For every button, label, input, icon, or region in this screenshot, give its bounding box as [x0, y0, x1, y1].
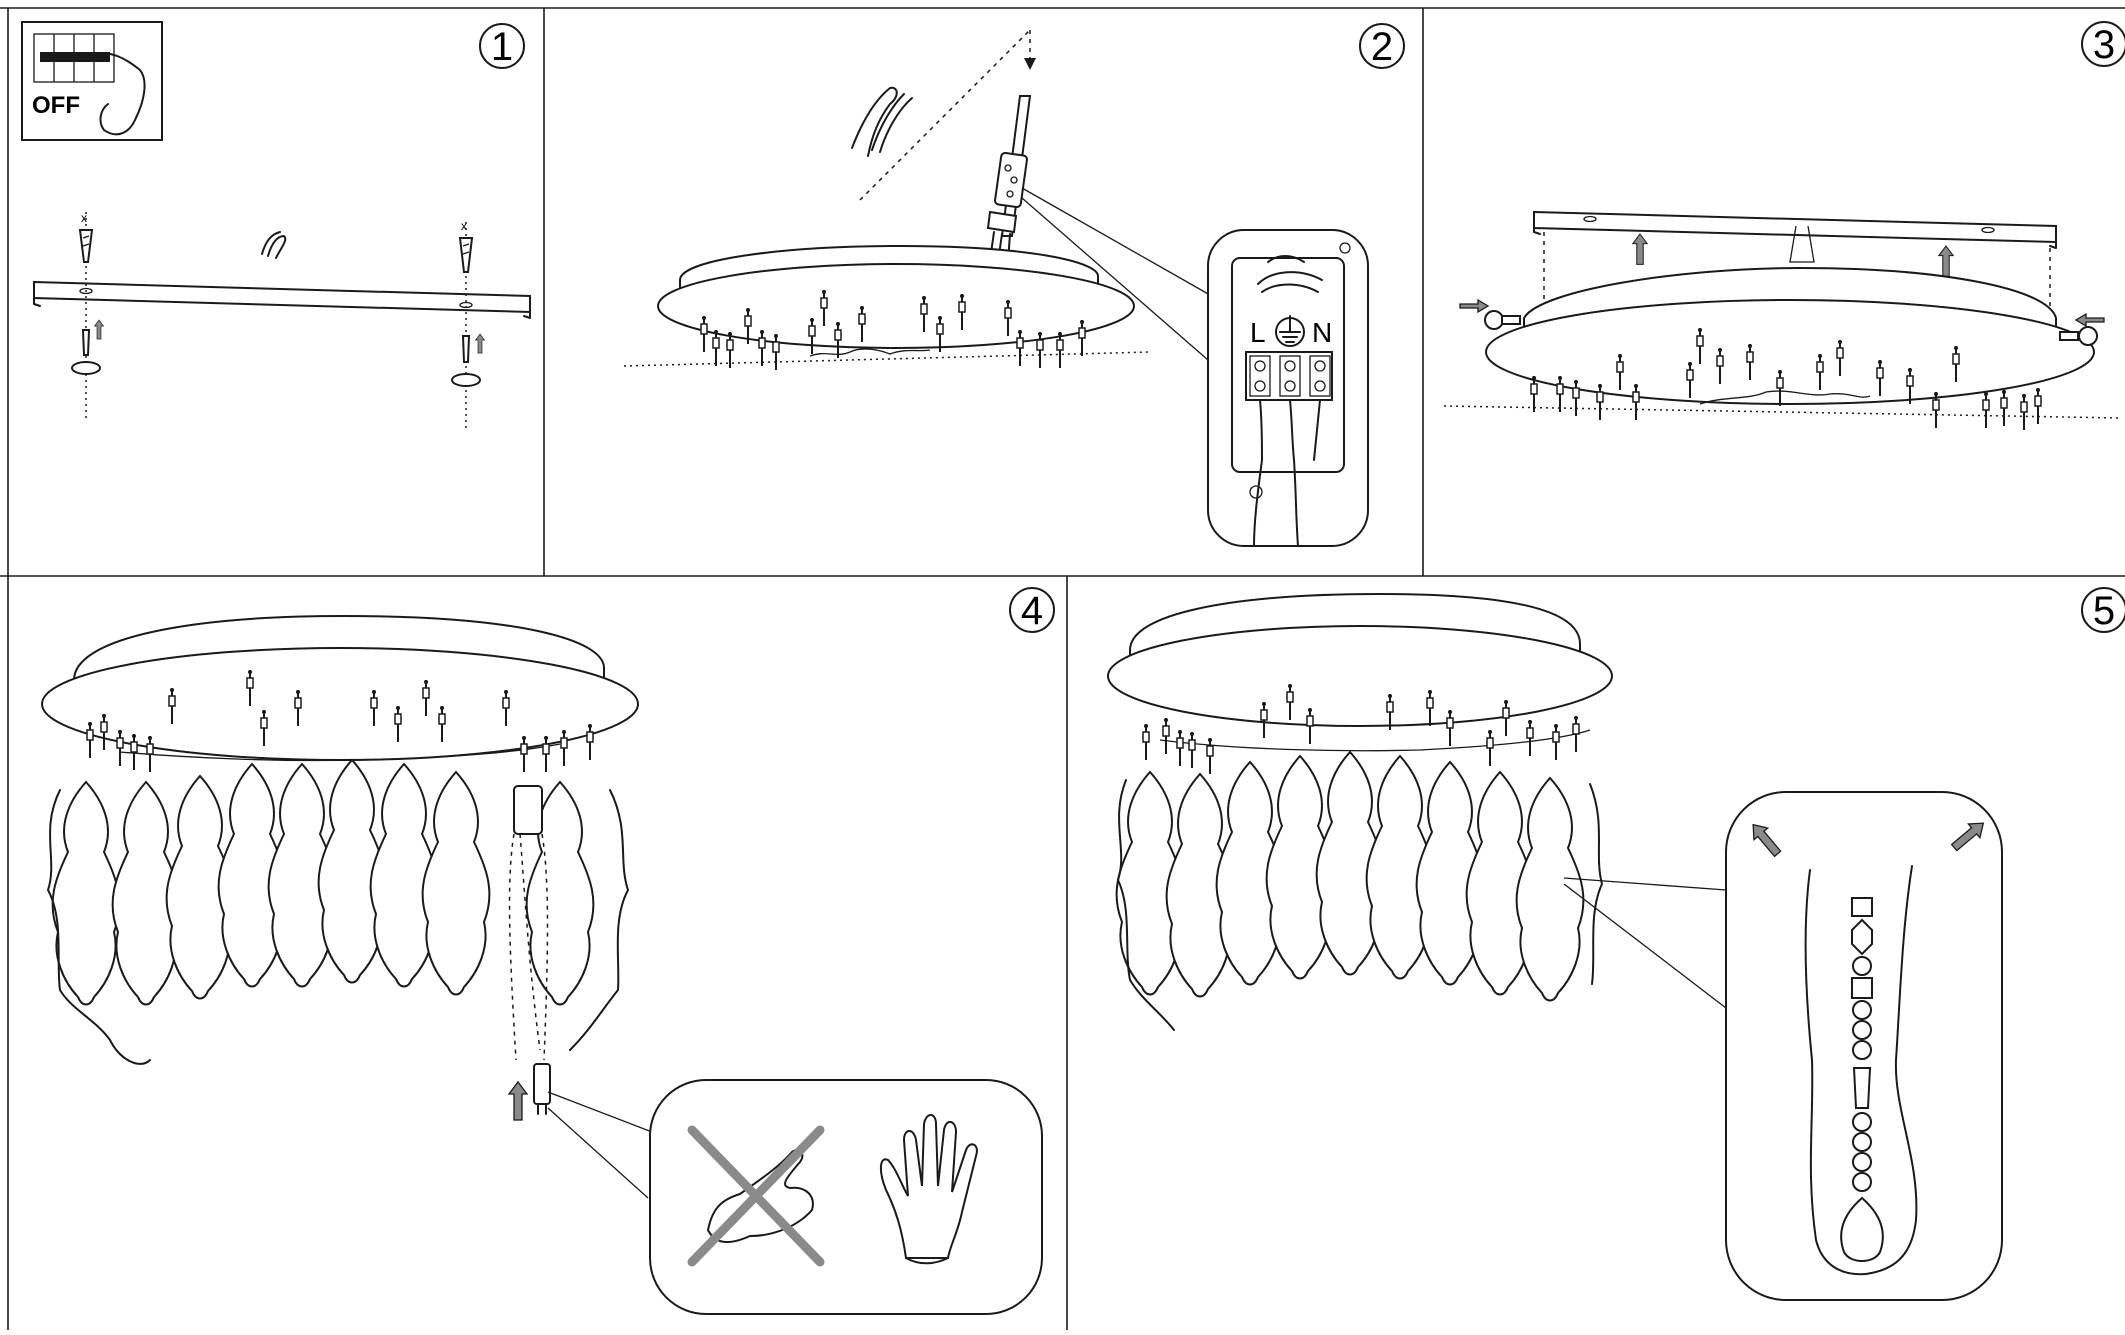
step-3-number: 3	[2093, 23, 2115, 67]
screw-icon	[71, 329, 481, 387]
step-4-number: 4	[1021, 589, 1043, 633]
step-2-badge	[1359, 23, 1405, 69]
terminal-N-label: N	[1312, 317, 1332, 348]
step-3-badge	[2081, 21, 2125, 67]
pendant-leaves	[47, 759, 629, 1065]
no-bare-hands-icon	[687, 1125, 825, 1267]
chandelier	[41, 614, 639, 1121]
mounting-bar	[1533, 210, 2057, 263]
screw-icon	[1459, 298, 2105, 346]
step-4-panel: 4	[41, 587, 1055, 1315]
power-switch-icon: OFF	[21, 21, 163, 141]
crystal-strand-callout	[1725, 791, 2003, 1301]
step-2-panel: 2	[623, 23, 1405, 547]
wire-bundle-icon	[261, 231, 287, 259]
terminal-block-callout: L N	[1207, 229, 1369, 547]
bulb	[533, 1063, 551, 1115]
ceiling-cable	[986, 95, 1032, 263]
ceiling-canopy	[1443, 266, 2121, 431]
handling-callout	[649, 1079, 1043, 1315]
step-1-number: 1	[491, 25, 513, 69]
bulb-socket	[508, 785, 549, 1061]
step-5-panel: 5	[1107, 587, 2125, 1301]
earth-ground-icon	[1275, 315, 1305, 347]
mounting-bar	[33, 280, 531, 319]
step-5-number: 5	[2093, 589, 2115, 633]
svg-text:x: x	[81, 211, 87, 225]
glove-icon	[880, 1114, 978, 1265]
step-4-badge	[1009, 587, 1055, 633]
panel-borders	[0, 7, 2125, 1330]
chandelier	[1107, 592, 1613, 1031]
screw-anchor-icon: x x	[78, 211, 474, 273]
step-3-panel: 3	[1443, 21, 2125, 431]
step-1-badge	[479, 23, 525, 69]
terminal-L-label: L	[1250, 317, 1266, 348]
off-label: OFF	[32, 92, 80, 119]
step-1-panel: 1 OFF x x	[21, 21, 531, 428]
step-5-badge	[2081, 587, 2125, 633]
svg-text:x: x	[461, 219, 467, 233]
crystal-strand-icon	[1840, 897, 1884, 1262]
ceiling-canopy	[623, 244, 1151, 371]
wire-bundle-icon	[851, 86, 913, 157]
step-2-number: 2	[1371, 25, 1393, 69]
